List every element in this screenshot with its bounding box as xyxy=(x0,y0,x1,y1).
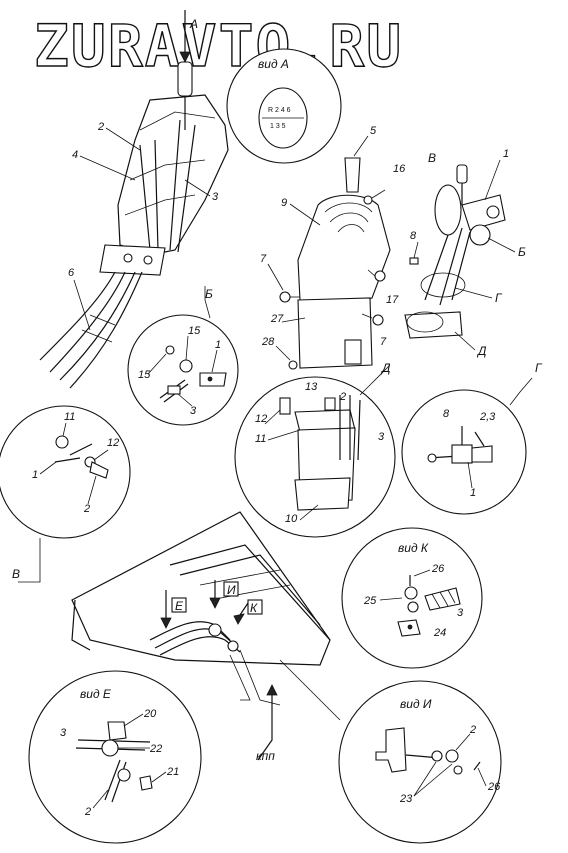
view-k-panel xyxy=(341,527,483,669)
label-part-3-k: 3 xyxy=(457,607,464,619)
label-part-28: 28 xyxy=(261,336,275,348)
label-part-2-e: 2 xyxy=(84,806,91,818)
label-part-15: 12 xyxy=(107,437,119,449)
label-part-3-d: 3 xyxy=(378,431,385,443)
label-part-11: 11 xyxy=(255,433,266,445)
label-part-7-left: 7 xyxy=(260,253,267,265)
label-part-19: 16 xyxy=(393,163,406,175)
label-part-17: 15 xyxy=(138,369,151,381)
label-part-5: 5 xyxy=(370,125,377,137)
view-a-title: вид А xyxy=(258,57,289,71)
label-part-2-v: 2 xyxy=(83,503,90,515)
gearbox-label: кпп xyxy=(256,749,275,763)
label-part-14: 11 xyxy=(64,411,75,423)
label-part-3-main: 3 xyxy=(212,191,219,203)
callout-v-right: В xyxy=(428,151,436,165)
label-part-24-i: 26 xyxy=(487,781,501,793)
label-part-10: 10 xyxy=(285,513,298,525)
callout-b-left: Б xyxy=(205,287,213,301)
label-part-20: 20 xyxy=(143,708,157,720)
main-lever-assembly xyxy=(39,10,229,389)
label-part-2-main: 2 xyxy=(97,121,104,133)
callout-a-top: А xyxy=(189,17,198,31)
cover-assembly xyxy=(279,157,391,370)
label-part-1-v: 1 xyxy=(32,469,38,481)
label-part-24-k: 26 xyxy=(431,563,445,575)
label-part-16: 15 xyxy=(188,325,201,337)
label-part-26: 24 xyxy=(433,627,446,639)
label-part-2-i: 2 xyxy=(469,724,476,736)
callout-i-marker: И xyxy=(227,583,236,597)
label-part-22: 22 xyxy=(149,743,162,755)
label-part-23-g: 2,3 xyxy=(479,411,496,423)
view-g-panel xyxy=(401,389,527,515)
view-i-title: вид И xyxy=(400,697,432,711)
car-body-section xyxy=(71,511,341,721)
label-part-3-b: 3 xyxy=(190,405,197,417)
callout-g-mid: Г xyxy=(535,361,543,375)
label-part-8-right: 8 xyxy=(410,230,417,242)
callout-g-right: Г xyxy=(495,291,503,305)
label-part-13: 13 xyxy=(305,381,318,393)
label-part-8-g: 8 xyxy=(443,408,450,420)
label-part-21: 21 xyxy=(166,766,179,778)
label-part-1-g: 1 xyxy=(470,487,476,499)
label-part-23-i: 23 xyxy=(399,793,413,805)
label-part-25: 25 xyxy=(363,595,377,607)
callout-e-marker: Е xyxy=(175,599,184,613)
lever-detail-right xyxy=(404,164,506,339)
label-part-12: 12 xyxy=(255,413,267,425)
view-b-panel xyxy=(127,286,239,426)
label-part-9: 9 xyxy=(281,197,287,209)
callout-d-right: Д xyxy=(476,344,487,358)
view-d-panel xyxy=(234,376,396,538)
view-e-title: вид Е xyxy=(80,687,112,701)
label-part-27: 27 xyxy=(270,313,284,325)
view-a-panel: R 2 4 6 1 3 5 вид А xyxy=(226,48,342,164)
label-part-1-b: 1 xyxy=(215,339,221,351)
view-i-panel xyxy=(338,680,502,844)
shift-pattern-bottom: 1 3 5 xyxy=(270,123,286,130)
shift-pattern-top: R 2 4 6 xyxy=(268,107,291,114)
label-part-7-right: 7 xyxy=(380,336,387,348)
callout-k-marker: К xyxy=(250,601,258,615)
view-markers: Е И К кпп xyxy=(160,580,278,763)
label-part-1-right: 1 xyxy=(503,148,509,160)
label-part-18: 17 xyxy=(386,294,399,306)
callout-b-right: Б xyxy=(518,245,526,259)
view-k-title: вид К xyxy=(398,541,429,555)
label-part-4-main: 4 xyxy=(72,149,78,161)
callout-d-mid: Д xyxy=(380,361,391,375)
view-e-panel xyxy=(28,670,202,844)
label-part-2-d: 2 xyxy=(339,391,346,403)
watermark-text: ZURAVTO.RU xyxy=(34,12,403,80)
view-v-panel xyxy=(0,405,131,539)
label-part-3-e: 3 xyxy=(60,727,67,739)
label-part-6-main: 6 xyxy=(68,267,75,279)
callout-v-left: В xyxy=(12,567,20,581)
